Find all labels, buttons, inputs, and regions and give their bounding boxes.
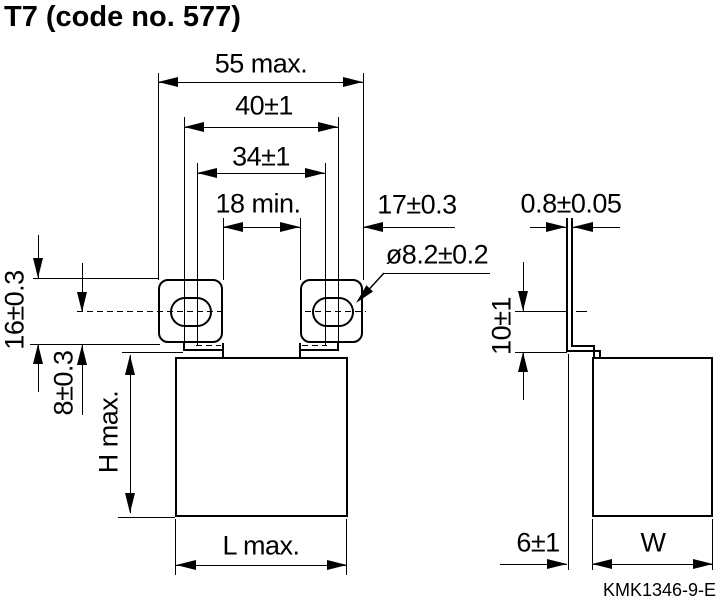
extension-line-18-left	[223, 218, 224, 280]
dim-line-16-lower	[38, 344, 39, 392]
terminal-strip-outer-foot	[566, 350, 601, 352]
arrowhead	[318, 122, 338, 132]
hole-leader-underline	[384, 273, 490, 274]
step-right-horizontal	[299, 349, 339, 351]
arrowhead	[327, 560, 347, 570]
arrowhead	[363, 222, 383, 232]
dim-line-w	[592, 564, 713, 565]
dim-label-10: 10±1	[486, 297, 517, 355]
arrowhead	[176, 560, 196, 570]
dim-label-08: 0.8±0.05	[520, 188, 622, 219]
dim-line-08-right	[573, 227, 620, 228]
extension-line-40-left	[184, 117, 185, 345]
arrowhead	[280, 222, 300, 232]
front-view-body	[175, 357, 348, 517]
dim-label-16: 16±0.3	[0, 270, 30, 350]
dim-label-6: 6±1	[516, 527, 560, 558]
extension-line-terminal	[568, 354, 569, 570]
extension-line-10-top	[515, 311, 566, 312]
arrowhead	[518, 291, 528, 311]
dim-label-l: L max.	[222, 530, 300, 561]
side-view-body	[592, 357, 713, 517]
hole-centerline-right	[305, 311, 366, 312]
hole-leader-line	[356, 272, 385, 303]
mounting-hole-left	[170, 297, 212, 327]
step-left-horizontal	[183, 349, 223, 351]
dim-label-8: 8±0.3	[48, 350, 79, 416]
drawing-code-label: KMK1346-9-E	[602, 580, 716, 600]
arrowhead	[125, 493, 135, 513]
arrowhead	[518, 352, 528, 372]
dim-line-10-lower	[523, 352, 524, 400]
arrowhead	[77, 345, 87, 365]
dim-line-10-upper	[523, 262, 524, 311]
extension-line-l-right	[346, 519, 347, 575]
extension-line-lug-top	[33, 278, 158, 279]
arrowhead	[33, 258, 43, 278]
dim-label-18: 18 min.	[215, 188, 301, 219]
dim-line-16-upper	[38, 235, 39, 278]
step-left-vertical	[183, 343, 185, 351]
extension-line-55-right	[363, 73, 364, 280]
arrowhead	[77, 292, 87, 312]
arrowhead	[546, 222, 566, 232]
extension-line-55-left	[158, 73, 159, 280]
arrowhead	[305, 168, 325, 178]
extension-line-10-bottom	[515, 352, 567, 353]
arrowhead	[223, 222, 243, 232]
dim-line-l	[176, 565, 347, 566]
arrowhead	[197, 168, 217, 178]
extension-line-w-left	[592, 519, 593, 570]
extension-line-18-right	[300, 218, 301, 280]
step-left-hidden-line	[196, 345, 221, 346]
neck-edge-left	[222, 343, 224, 358]
dim-line-17	[363, 227, 455, 228]
extension-line-lug-bottom	[30, 344, 160, 345]
terminal-strip-outer-hook	[599, 350, 601, 358]
step-right-vertical	[337, 343, 339, 351]
terminal-strip-outer-vertical	[566, 218, 568, 352]
arrowhead	[33, 344, 43, 364]
arrowhead	[343, 77, 363, 87]
dim-line-55	[158, 82, 363, 83]
dim-line-18	[223, 227, 300, 228]
terminal-lug-left	[158, 279, 223, 343]
extension-line-h-top	[122, 352, 183, 353]
dim-label-55: 55 max.	[214, 48, 308, 79]
dim-label-w: W	[640, 527, 666, 558]
terminal-strip-inner-vertical	[571, 218, 573, 347]
dim-line-8-upper	[82, 263, 83, 312]
terminal-strip-inner-hook	[593, 345, 595, 358]
arrowhead	[158, 77, 178, 87]
dim-label-hole: ø8.2±0.2	[385, 239, 489, 270]
dim-label-40: 40±1	[235, 90, 293, 121]
terminal-lug-right	[300, 279, 363, 343]
extension-line-10-top-dash	[576, 311, 587, 312]
dim-line-34	[197, 173, 325, 174]
page-title: T7 (code no. 577)	[4, 1, 241, 33]
arrowhead	[184, 122, 204, 132]
dim-label-17: 17±0.3	[377, 189, 457, 220]
extension-line-l-left	[175, 519, 176, 575]
arrowhead	[693, 559, 713, 569]
dim-line-40	[184, 127, 338, 128]
arrowhead	[547, 559, 567, 569]
arrowhead	[592, 559, 612, 569]
extension-line-40-right	[338, 117, 339, 345]
extension-line-34-left	[197, 163, 198, 345]
extension-line-h-bottom	[118, 517, 175, 518]
dim-line-h	[130, 355, 131, 513]
dim-line-6	[500, 564, 567, 565]
terminal-strip-inner-foot	[571, 345, 595, 347]
arrowhead	[125, 355, 135, 375]
dim-line-8-lower	[82, 345, 83, 415]
dim-label-34: 34±1	[232, 141, 290, 172]
hole-centerline-left	[77, 311, 222, 312]
extension-line-34-right	[325, 163, 326, 345]
dim-label-h: H max.	[93, 390, 124, 474]
mounting-hole-right	[312, 297, 354, 327]
arrowhead	[573, 222, 593, 232]
step-right-hidden-line	[302, 345, 327, 346]
extension-line-w-right	[712, 519, 713, 570]
